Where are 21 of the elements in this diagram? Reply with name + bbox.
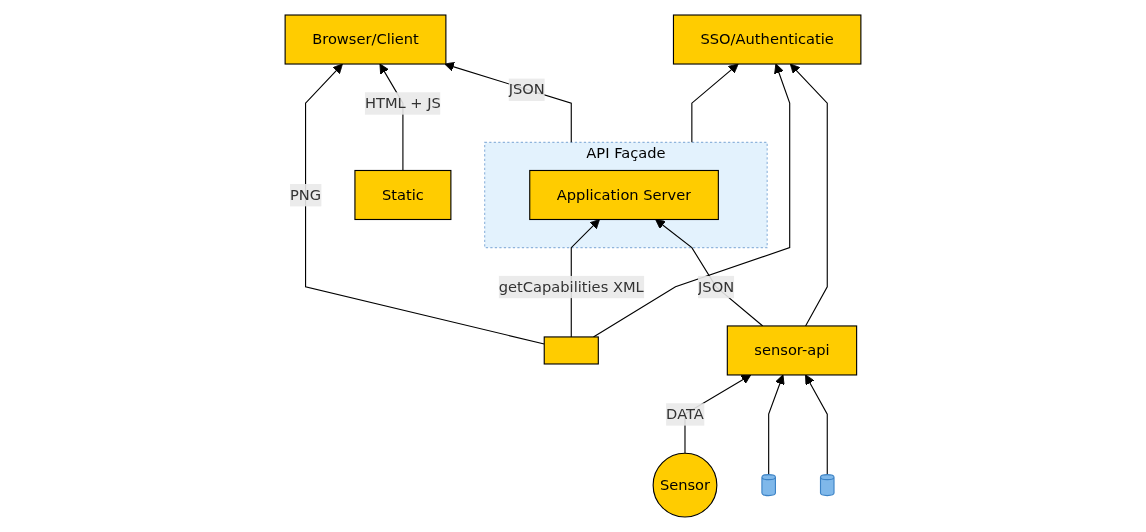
process-box: Browser/Client [284, 14, 447, 65]
arrow [768, 374, 785, 476]
edge-label: getCapabilities XML [498, 275, 644, 298]
process-box: sensor-api [726, 325, 858, 376]
arrow [592, 63, 791, 338]
arrow [789, 63, 828, 327]
edge-label: JSON [698, 275, 735, 298]
arrow [805, 374, 828, 476]
arrow [305, 63, 545, 345]
process-box: SSO/Authenticatie [672, 14, 862, 65]
process-box: Application Server [529, 169, 719, 221]
edge-label: JSON [508, 78, 545, 101]
database-cylinder [819, 474, 835, 497]
edge-label: HTML + JS [364, 92, 441, 115]
edge-label: PNG [290, 184, 322, 206]
process-box: Static [354, 169, 452, 221]
circle-node: Sensor [652, 452, 718, 518]
edge-label: DATA [666, 403, 704, 426]
database-cylinder [761, 474, 776, 497]
process-box [543, 336, 599, 365]
arrow [691, 63, 739, 143]
